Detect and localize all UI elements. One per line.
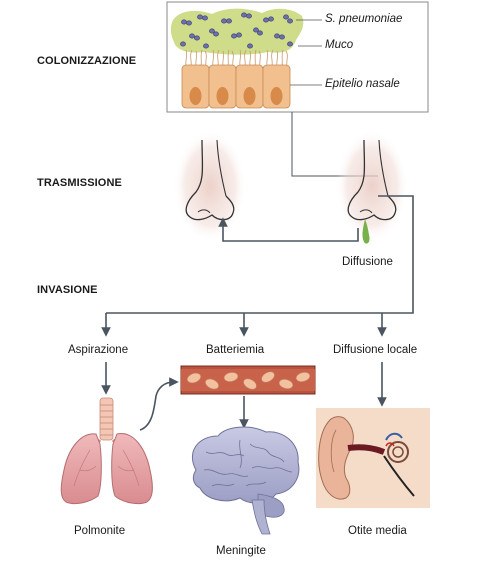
section-invasion: INVASIONE	[37, 284, 98, 296]
ear-icon	[316, 408, 430, 508]
label-bacteria: S. pneumoniae	[325, 13, 403, 25]
label-spread: Diffusione	[342, 256, 393, 268]
epithelial-cells	[181, 64, 291, 109]
transmission-arrow	[218, 217, 359, 242]
bacteria-cluster	[180, 12, 293, 49]
arrow-lungs-to-vessel	[139, 377, 179, 431]
label-meningitis: Meningite	[216, 545, 266, 557]
label-aspiration: Aspirazione	[68, 344, 129, 356]
label-pneumonia: Polmonite	[74, 525, 126, 537]
cilia	[185, 49, 288, 67]
nasal-drip	[362, 219, 370, 244]
colonization-inset	[166, 1, 429, 113]
brain-icon	[191, 426, 300, 535]
mucus-layer	[170, 8, 304, 55]
section-transmission: TRASMISSIONE	[37, 177, 122, 189]
section-colonization: COLONIZZAZIONE	[37, 55, 137, 67]
nose-left-icon	[174, 130, 246, 242]
blood-vessel-icon	[180, 365, 316, 395]
label-bacteremia: Batteriemia	[206, 344, 265, 356]
nose-right-icon	[336, 130, 408, 244]
label-epithelium: Epitelio nasale	[325, 78, 400, 90]
label-otitis: Otite media	[348, 525, 407, 537]
spread-to-invasion-line	[106, 195, 414, 314]
label-local-spread: Diffusione locale	[333, 344, 418, 356]
label-mucus: Muco	[325, 39, 354, 51]
lungs-icon	[60, 397, 153, 505]
